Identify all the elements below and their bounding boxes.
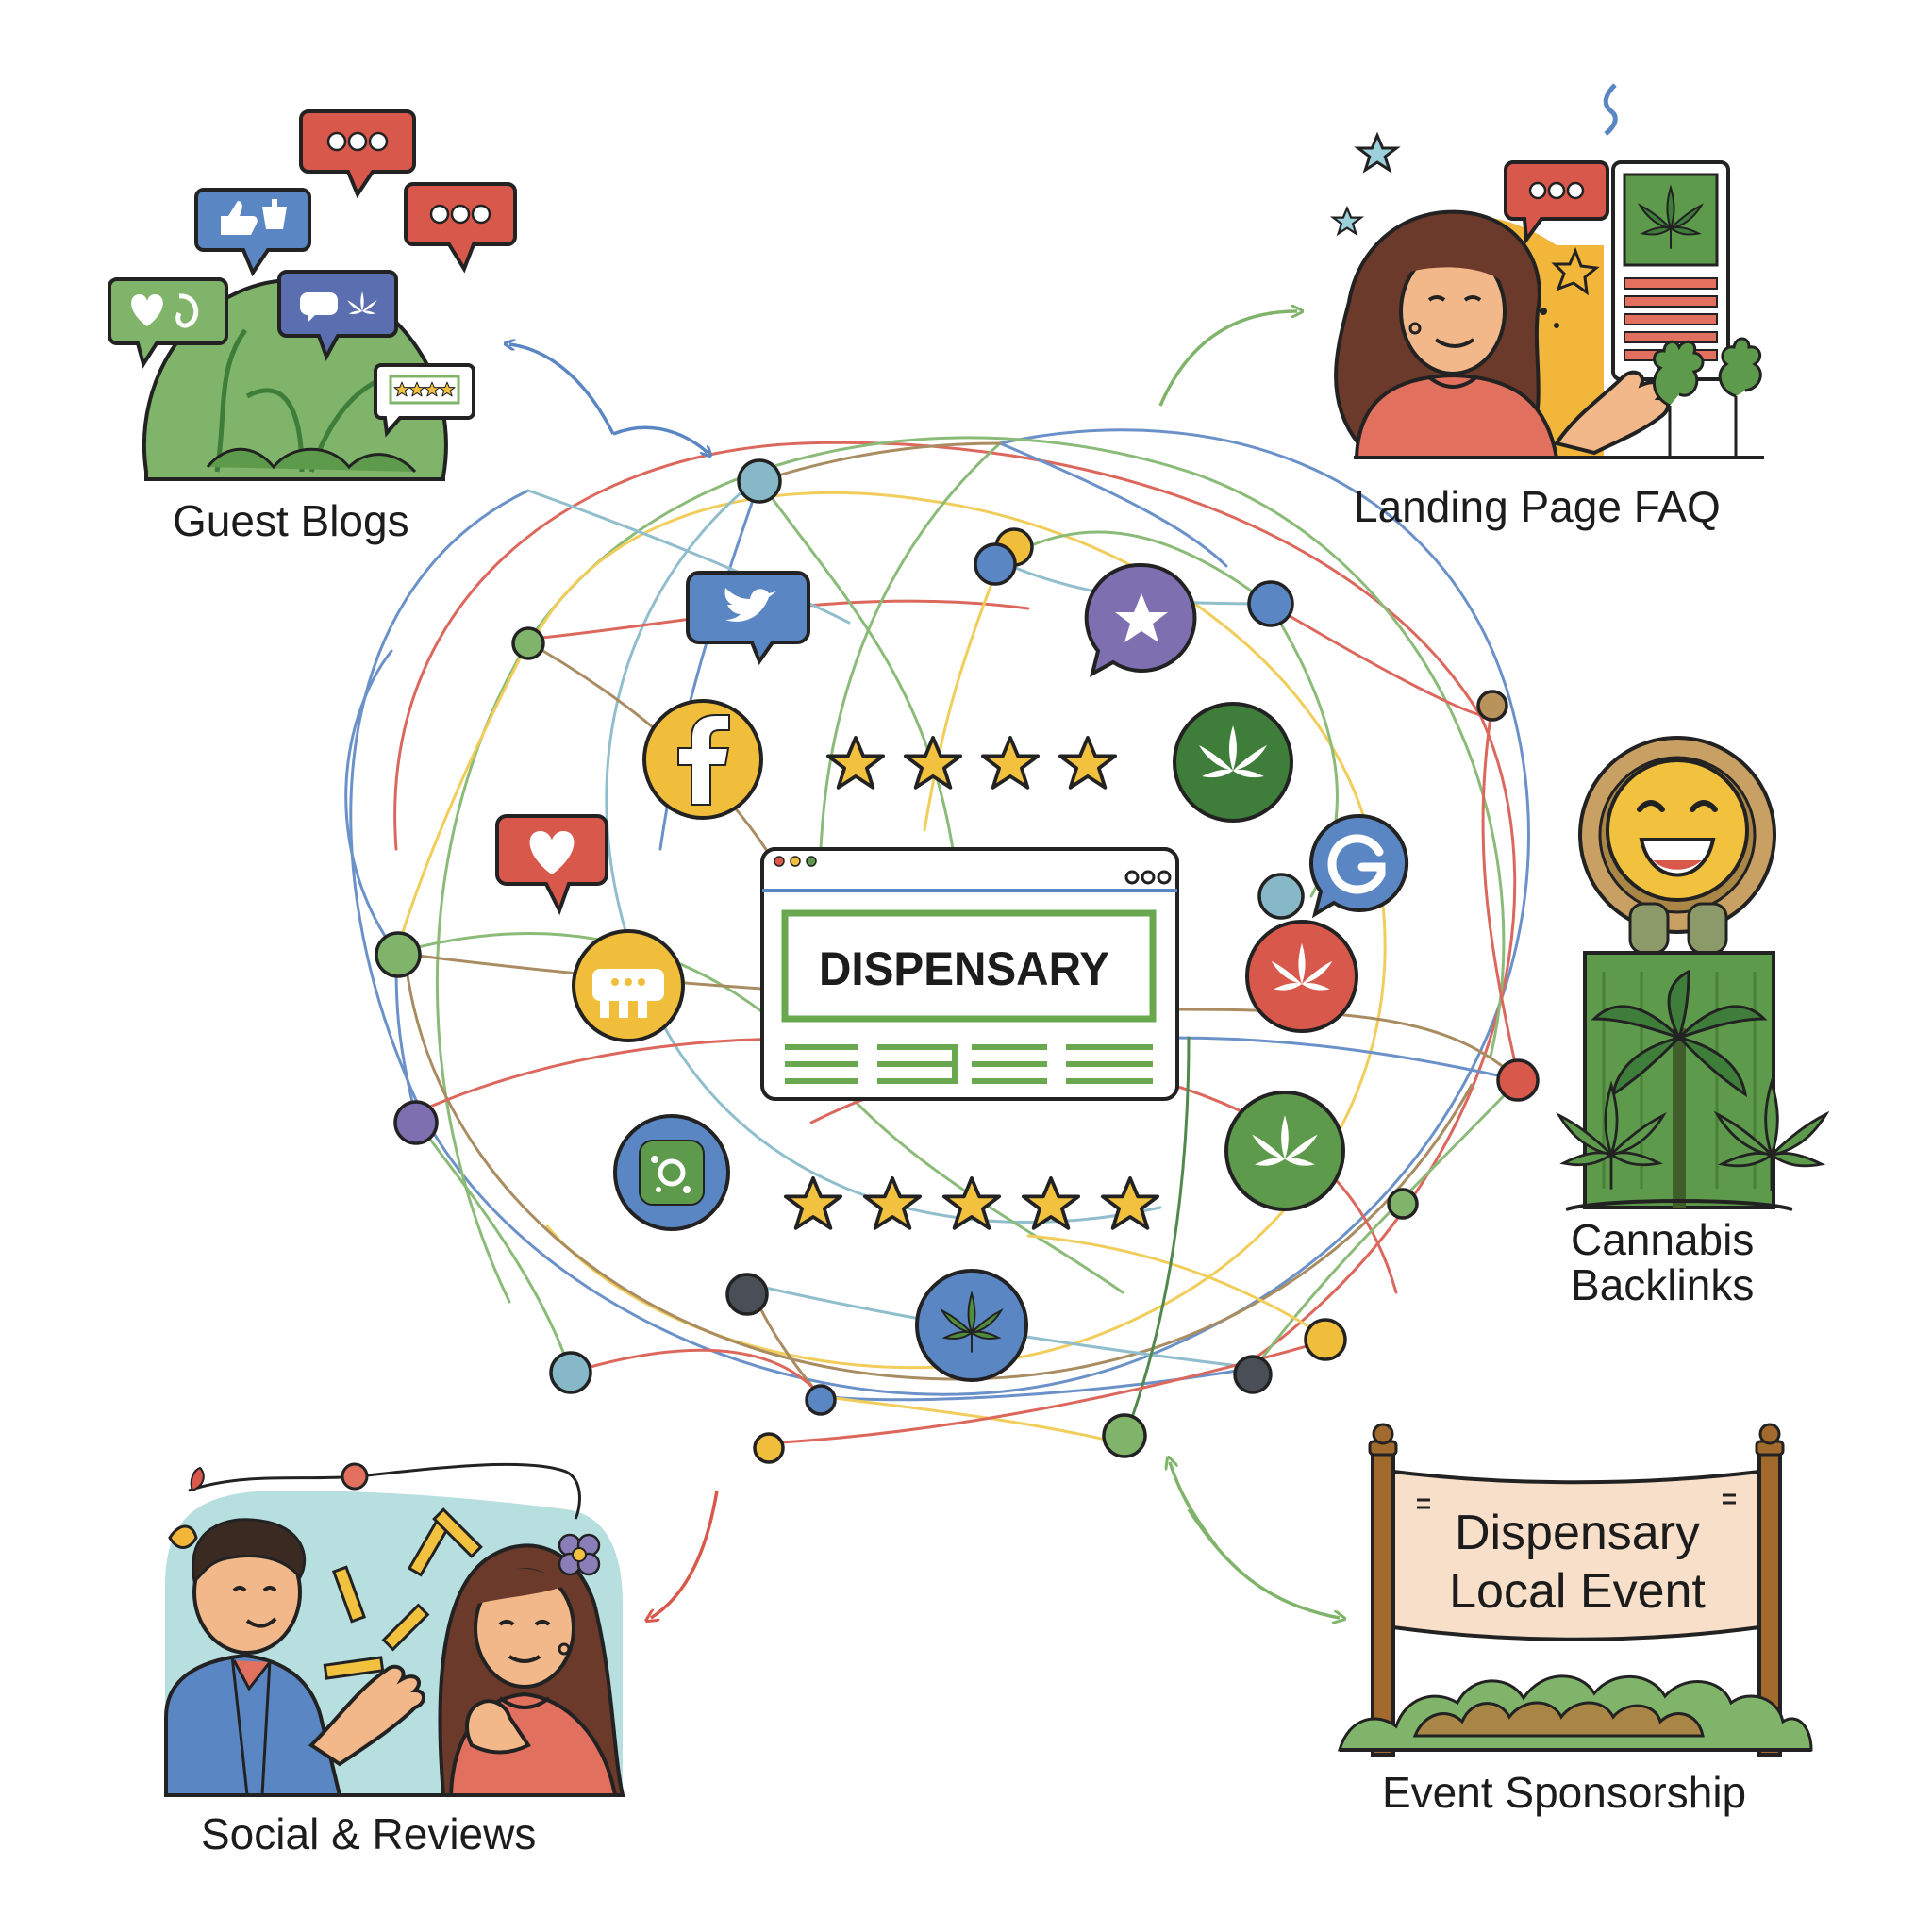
network-node (1102, 1413, 1147, 1458)
label-cannabis-backlinks-line2: Backlinks (1571, 1260, 1755, 1310)
banner-line-1: Dispensary (1455, 1506, 1700, 1560)
network-node (737, 458, 782, 504)
event-sponsorship-illustration: Dispensary Local Event (1338, 1423, 1813, 1757)
network-node (974, 542, 1017, 586)
window-menu-dot (1124, 870, 1140, 885)
rating-star-icon (825, 736, 886, 790)
label-cannabis-backlinks: Cannabis Backlinks (1571, 1217, 1754, 1308)
network-node (375, 931, 422, 978)
network-node (805, 1384, 837, 1416)
window-menu-dot (1141, 870, 1156, 885)
cannabis-leaf-icon (915, 1269, 1028, 1382)
event-arrow-back (1170, 1462, 1219, 1549)
label-landing-page-faq: Landing Page FAQ (1354, 482, 1721, 531)
guest-blogs-illustration (108, 109, 517, 481)
rating-star-icon (980, 736, 1041, 790)
chat-bubble-icon (299, 109, 416, 199)
rating-star-icon (1100, 1176, 1160, 1230)
star-rating-top (825, 736, 1118, 790)
banner-line-2: Local Event (1449, 1564, 1706, 1619)
star-badge-icon (1084, 562, 1197, 677)
community-icon (613, 1114, 730, 1231)
twitter-icon (686, 571, 810, 666)
dispensary-website-window: DISPENSARY (760, 847, 1179, 1101)
social-reviews-arrow (651, 1490, 719, 1618)
chat-bubble-icon (1504, 160, 1609, 245)
confetti (323, 1507, 483, 1680)
network-node (1233, 1355, 1273, 1394)
network-node (393, 1100, 439, 1145)
network-nodes (375, 458, 1540, 1464)
website-content-lines (785, 1044, 1153, 1084)
cannabis-leaf-icon (1245, 920, 1358, 1033)
star-icon (1329, 205, 1365, 237)
label-social-reviews: Social & Reviews (201, 1809, 537, 1858)
corner-arrows (509, 311, 1340, 1618)
rating-star-icon (1058, 736, 1118, 790)
cannabis-leaf-icon (1224, 1091, 1345, 1211)
window-dot (806, 856, 817, 867)
google-icon (1309, 813, 1409, 919)
rating-star-icon (783, 1176, 843, 1230)
review-stars-icon (374, 363, 475, 438)
network-node (1247, 580, 1294, 627)
window-dot (774, 856, 785, 867)
network-node (1304, 1318, 1347, 1361)
chat-bubble-icon (404, 182, 517, 274)
like-icon (194, 188, 311, 277)
landing-page-faq-illustration (1329, 83, 1764, 459)
label-guest-blogs: Guest Blogs (173, 496, 409, 545)
label-event-sponsorship: Event Sponsorship (1382, 1768, 1747, 1817)
label-cannabis-backlinks-line1: Cannabis (1571, 1215, 1755, 1264)
network-node (549, 1351, 592, 1394)
heart-icon (108, 277, 228, 369)
cannabis-leaf-icon (1173, 702, 1293, 823)
star-icon (1354, 131, 1401, 174)
chat-bubble-icon (572, 929, 685, 1042)
network-node (753, 1432, 785, 1464)
facebook-icon (642, 699, 763, 820)
cannabis-backlinks-illustration (1557, 736, 1828, 1211)
window-dot (790, 856, 801, 867)
smiley-icon (1606, 758, 1749, 902)
site-title: DISPENSARY (819, 942, 1109, 995)
network-node (1476, 690, 1508, 722)
sparkle-icon (1603, 83, 1618, 136)
network-node (511, 626, 545, 660)
guest-blogs-arrow-2 (612, 425, 708, 453)
chat-bubble-icon (277, 270, 398, 361)
network-node (1257, 873, 1305, 920)
rating-star-icon (862, 1176, 923, 1230)
window-menu-dot (1157, 870, 1172, 885)
network-node (725, 1273, 769, 1316)
heart-icon (495, 814, 608, 916)
flower-icon (558, 1533, 601, 1576)
guest-blogs-arrow (509, 344, 615, 435)
network-node (1387, 1188, 1419, 1220)
network-node (1496, 1058, 1540, 1102)
landing-faq-arrow (1158, 311, 1297, 407)
event-arrow (1187, 1508, 1340, 1618)
social-reviews-illustration (164, 1462, 625, 1797)
